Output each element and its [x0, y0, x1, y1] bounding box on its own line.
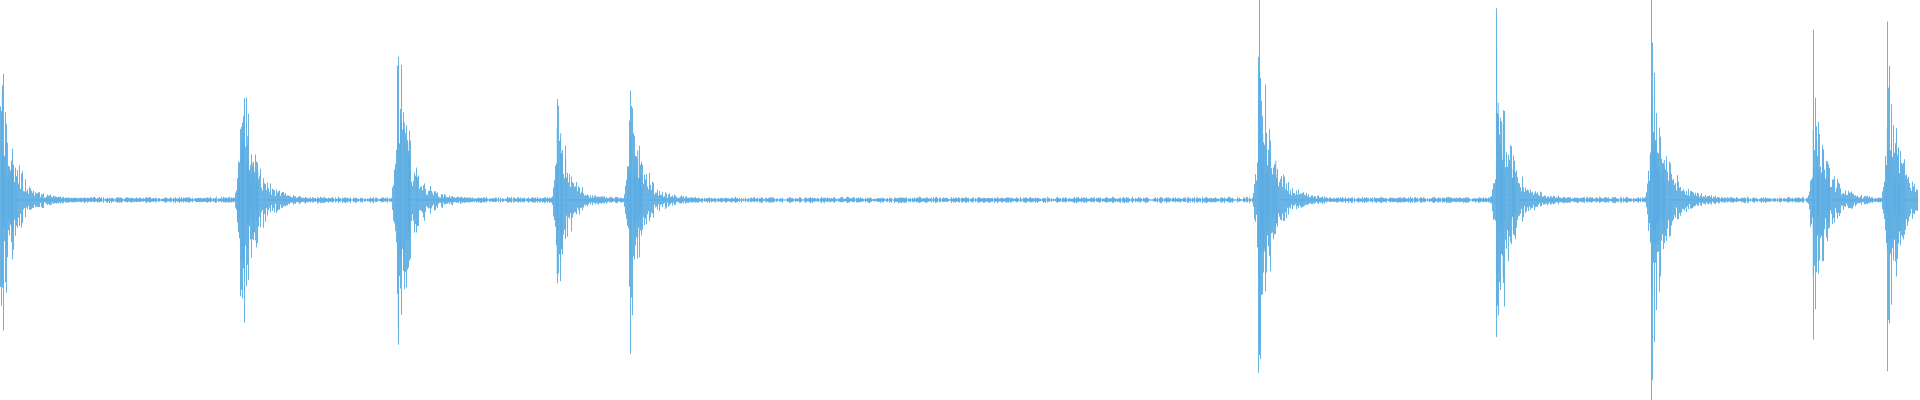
waveform-view[interactable]	[0, 0, 1920, 400]
audio-waveform[interactable]	[0, 0, 1920, 400]
waveform-samples	[0, 0, 1918, 400]
